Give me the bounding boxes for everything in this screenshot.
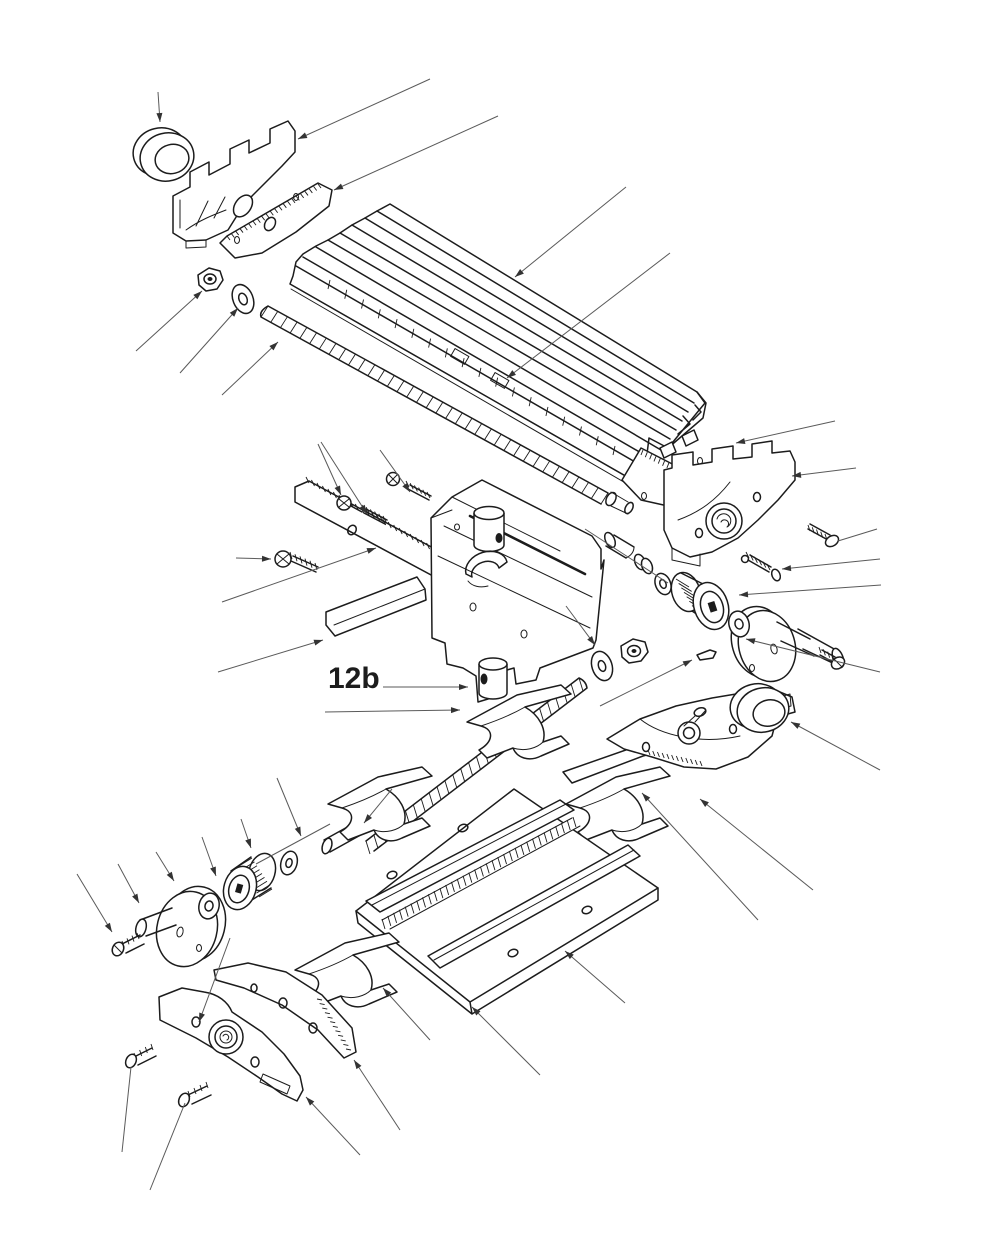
leader-arrowhead [199, 1012, 205, 1022]
base-rack-strip [381, 816, 581, 930]
leader-arrowhead [366, 548, 376, 554]
bottom-rear-bracket [213, 962, 357, 1059]
crank-handle-screw-left [111, 932, 145, 957]
leader-arrowhead [682, 660, 692, 667]
leader-arrowhead [193, 291, 202, 300]
hex-nut-front [197, 267, 224, 292]
spacer-pin [603, 531, 635, 559]
handwheel-right [727, 605, 845, 683]
leader-arrowhead [739, 591, 749, 598]
rack-teeth-hatch [381, 816, 577, 930]
base-rail-front [427, 844, 641, 969]
bottom-front-bracket [158, 987, 304, 1102]
base-rail-back [365, 799, 575, 913]
front-gib-plate [219, 182, 333, 259]
milling-table [289, 203, 707, 493]
leadscrew-nut-boss-top [473, 505, 505, 553]
graduated-dial-left [222, 852, 277, 911]
saddle-gib-strip [294, 476, 449, 577]
base-plate [355, 788, 659, 1015]
cross-feed-leadscrew [259, 305, 634, 515]
flat-washer-left [279, 850, 299, 876]
bottom-bracket-screw-1 [124, 1043, 157, 1069]
leader-arrowhead [334, 183, 344, 190]
saddle-wing-bar [325, 576, 427, 637]
graduated-dial-right [670, 571, 730, 631]
crank-handle-screw [818, 646, 846, 670]
leader-arrowhead [736, 438, 746, 444]
leader-arrowhead [334, 485, 341, 495]
leader-arrowhead [459, 684, 468, 690]
handwheel-cap-top [132, 127, 195, 182]
leader-arrowhead [792, 471, 802, 478]
saddle-set-screw-2 [385, 471, 432, 501]
bracket-serration [647, 749, 703, 767]
leader-arrowhead [210, 866, 216, 876]
front-end-bracket [172, 120, 296, 249]
leader-arrowhead [229, 308, 238, 317]
leader-arrowhead [782, 565, 792, 572]
leader-arrowhead [245, 838, 251, 848]
leader-arrowhead [166, 871, 174, 881]
flat-washer-front [231, 283, 255, 315]
taper-pin [696, 649, 717, 661]
leader-arrowhead [565, 951, 574, 960]
gib-adjuster-screw-spring [740, 551, 782, 582]
leader-arrowhead [306, 1097, 315, 1106]
leader-arrowhead [515, 269, 524, 277]
leader-arrowhead [507, 370, 516, 378]
leader-arrowhead [791, 722, 801, 729]
leader-arrowhead [313, 639, 323, 646]
leader-arrowhead [104, 922, 112, 932]
leader-arrowhead [132, 893, 139, 903]
bracket-serration [316, 998, 352, 1051]
leadscrew-nut-boss-bottom [478, 657, 508, 700]
handwheel-cap-right [729, 682, 790, 734]
flat-washer-right [654, 572, 672, 596]
spring-coils [745, 551, 771, 571]
spacer-collar [633, 553, 654, 575]
leader-lines [76, 78, 882, 1191]
leader-arrowhead [364, 814, 373, 823]
leader-arrowhead [298, 132, 308, 139]
table-scale-ticks [327, 279, 616, 456]
leader-arrowhead [383, 988, 392, 997]
hex-nut-saddle [620, 638, 649, 664]
leader-arrowhead [472, 1007, 481, 1016]
leader-arrowhead [700, 799, 709, 807]
gib-lock-screw-left [274, 550, 319, 573]
gib-serration [226, 183, 322, 241]
rear-end-bracket [663, 440, 796, 567]
leader-arrowhead [642, 793, 651, 802]
saddle-12b [430, 479, 605, 703]
bottom-bracket-screw-2 [177, 1081, 212, 1108]
leader-arrowhead [354, 1060, 362, 1070]
leader-arrowhead [746, 638, 756, 645]
leader-arrowhead [359, 504, 367, 514]
screw-threads [289, 551, 318, 571]
part-label-12b: 12b [328, 662, 380, 695]
leader-arrowhead [402, 482, 410, 492]
leader-arrowhead [587, 635, 595, 645]
screw-threads [807, 524, 828, 541]
flat-washer-saddle [590, 650, 614, 682]
leader-arrowhead [450, 707, 460, 714]
leadscrew-cradle [464, 550, 508, 588]
leader-arrowhead [261, 555, 271, 562]
handwheel-left [134, 885, 227, 968]
leader-arrowhead [156, 112, 163, 122]
leader-arrowhead [294, 826, 301, 836]
leader-arrowhead [269, 342, 278, 351]
leadscrew-thread-hatch [260, 305, 609, 505]
bracket-screw-right [807, 523, 840, 548]
